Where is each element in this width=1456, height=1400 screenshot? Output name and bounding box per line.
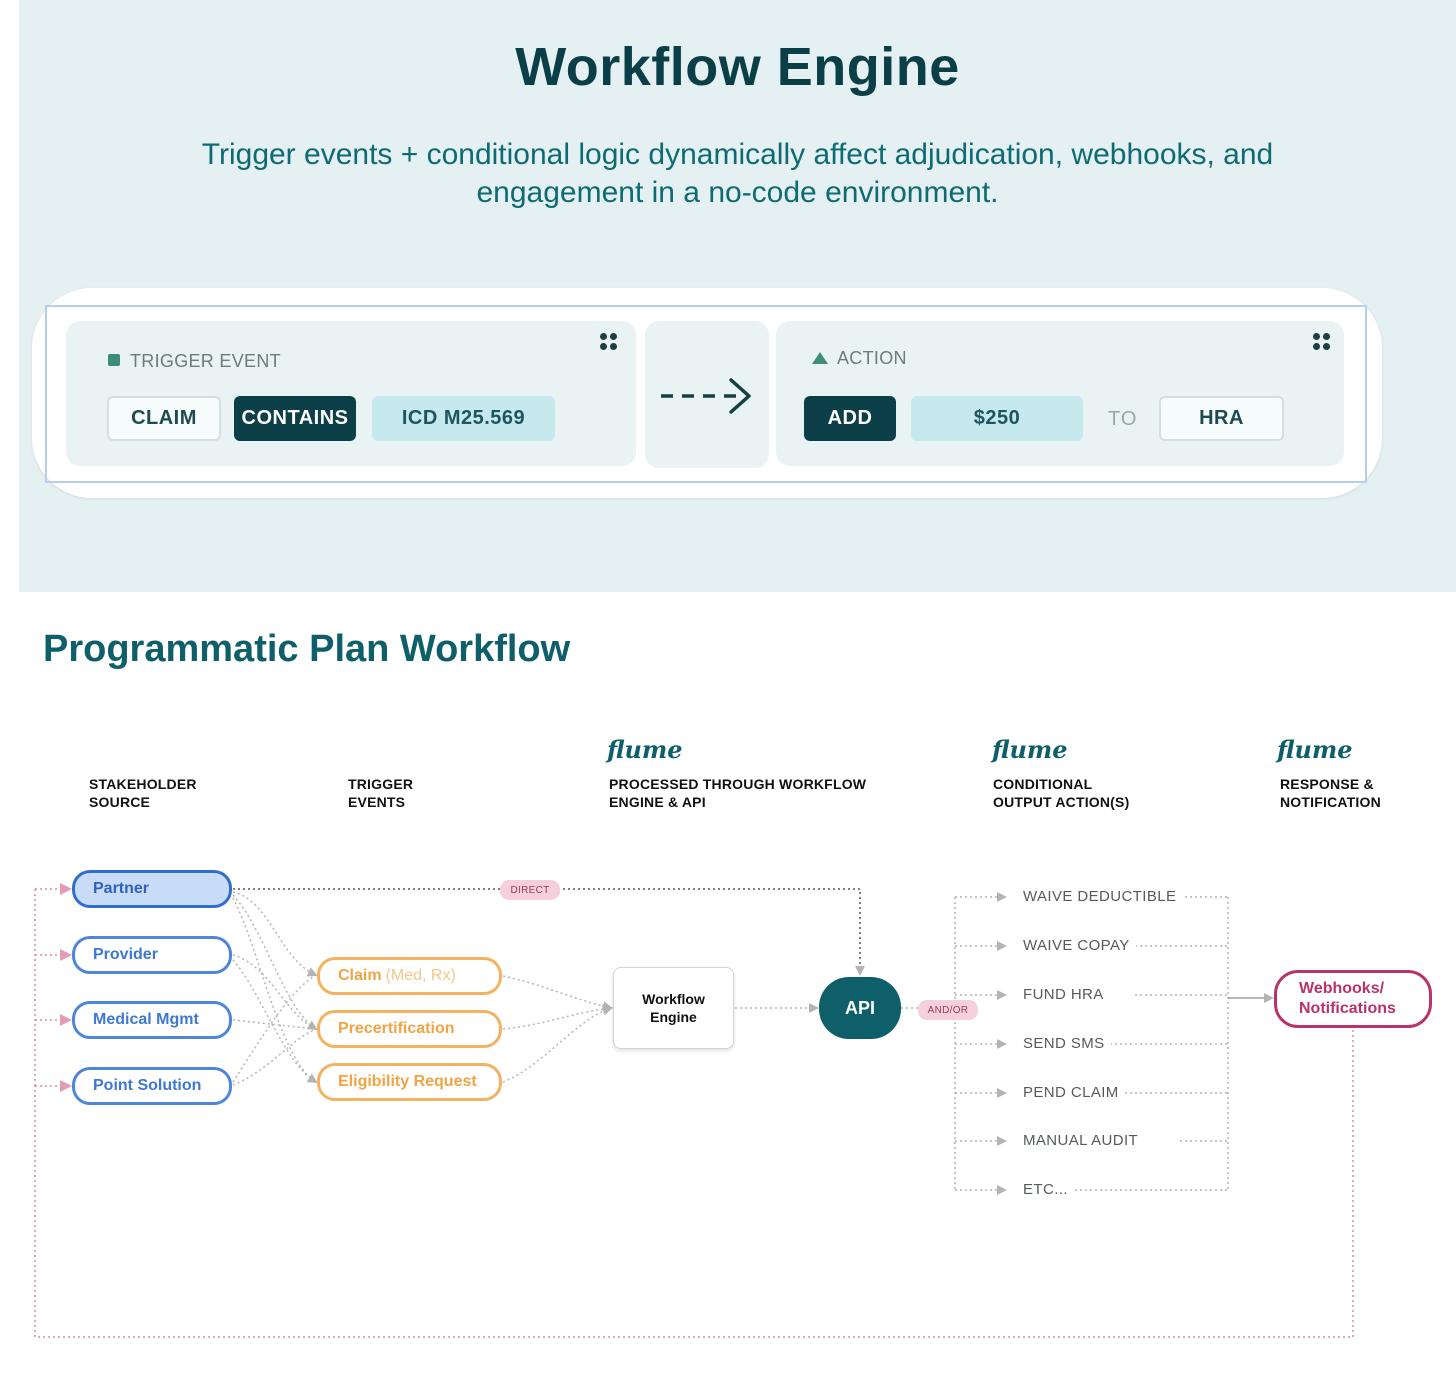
trigger-event-label: TRIGGER EVENT bbox=[130, 351, 281, 371]
output-action: FUND HRA bbox=[1017, 986, 1110, 1003]
to-label: TO bbox=[1108, 408, 1138, 430]
output-action: ETC... bbox=[1017, 1181, 1074, 1198]
output-action: WAIVE DEDUCTIBLE bbox=[1017, 888, 1183, 905]
flume-logo: flume bbox=[1277, 735, 1353, 764]
and-or-badge: AND/OR bbox=[918, 1000, 978, 1020]
trigger-eligibility-request[interactable]: Eligibility Request bbox=[317, 1063, 502, 1101]
square-icon bbox=[108, 354, 120, 366]
action-panel bbox=[776, 321, 1344, 466]
stakeholder-partner[interactable]: Partner bbox=[72, 870, 232, 908]
hra-chip[interactable]: HRA bbox=[1159, 396, 1284, 441]
claim-chip[interactable]: CLAIM bbox=[107, 396, 221, 441]
output-action: WAIVE COPAY bbox=[1017, 937, 1136, 954]
dashed-arrow-icon bbox=[661, 378, 751, 414]
stakeholder-medical-mgmt[interactable]: Medical Mgmt bbox=[72, 1001, 232, 1039]
trigger-event-panel bbox=[66, 321, 636, 466]
output-action: MANUAL AUDIT bbox=[1017, 1132, 1145, 1149]
column-header-response: RESPONSE &NOTIFICATION bbox=[1280, 776, 1381, 810]
trigger-claim[interactable]: Claim(Med, Rx) bbox=[317, 957, 502, 995]
stakeholder-provider[interactable]: Provider bbox=[72, 936, 232, 974]
triangle-icon bbox=[812, 352, 828, 364]
drag-handle-icon[interactable] bbox=[1313, 333, 1331, 351]
action-label: ACTION bbox=[837, 348, 907, 368]
output-action: PEND CLAIM bbox=[1017, 1084, 1125, 1101]
api-node[interactable]: API bbox=[819, 977, 901, 1039]
hero-title: Workflow Engine bbox=[515, 37, 960, 97]
output-action: SEND SMS bbox=[1017, 1035, 1111, 1052]
amount-chip[interactable]: $250 bbox=[911, 396, 1083, 441]
direct-badge: DIRECT bbox=[500, 880, 560, 900]
selection-outline bbox=[45, 305, 1367, 483]
trigger-precertification[interactable]: Precertification bbox=[317, 1010, 502, 1048]
webhooks-notifications-node[interactable]: Webhooks/Notifications bbox=[1274, 970, 1432, 1028]
icd-code-chip[interactable]: ICD M25.569 bbox=[372, 396, 555, 441]
flume-logo: flume bbox=[992, 735, 1068, 764]
section-title: Programmatic Plan Workflow bbox=[43, 628, 571, 670]
contains-chip[interactable]: CONTAINS bbox=[234, 396, 356, 441]
hero-subtitle: Trigger events + conditional logic dynam… bbox=[201, 138, 1274, 209]
add-chip[interactable]: ADD bbox=[804, 396, 896, 441]
stakeholder-point-solution[interactable]: Point Solution bbox=[72, 1067, 232, 1105]
drag-handle-icon[interactable] bbox=[600, 333, 618, 351]
flume-logo: flume bbox=[607, 735, 683, 764]
